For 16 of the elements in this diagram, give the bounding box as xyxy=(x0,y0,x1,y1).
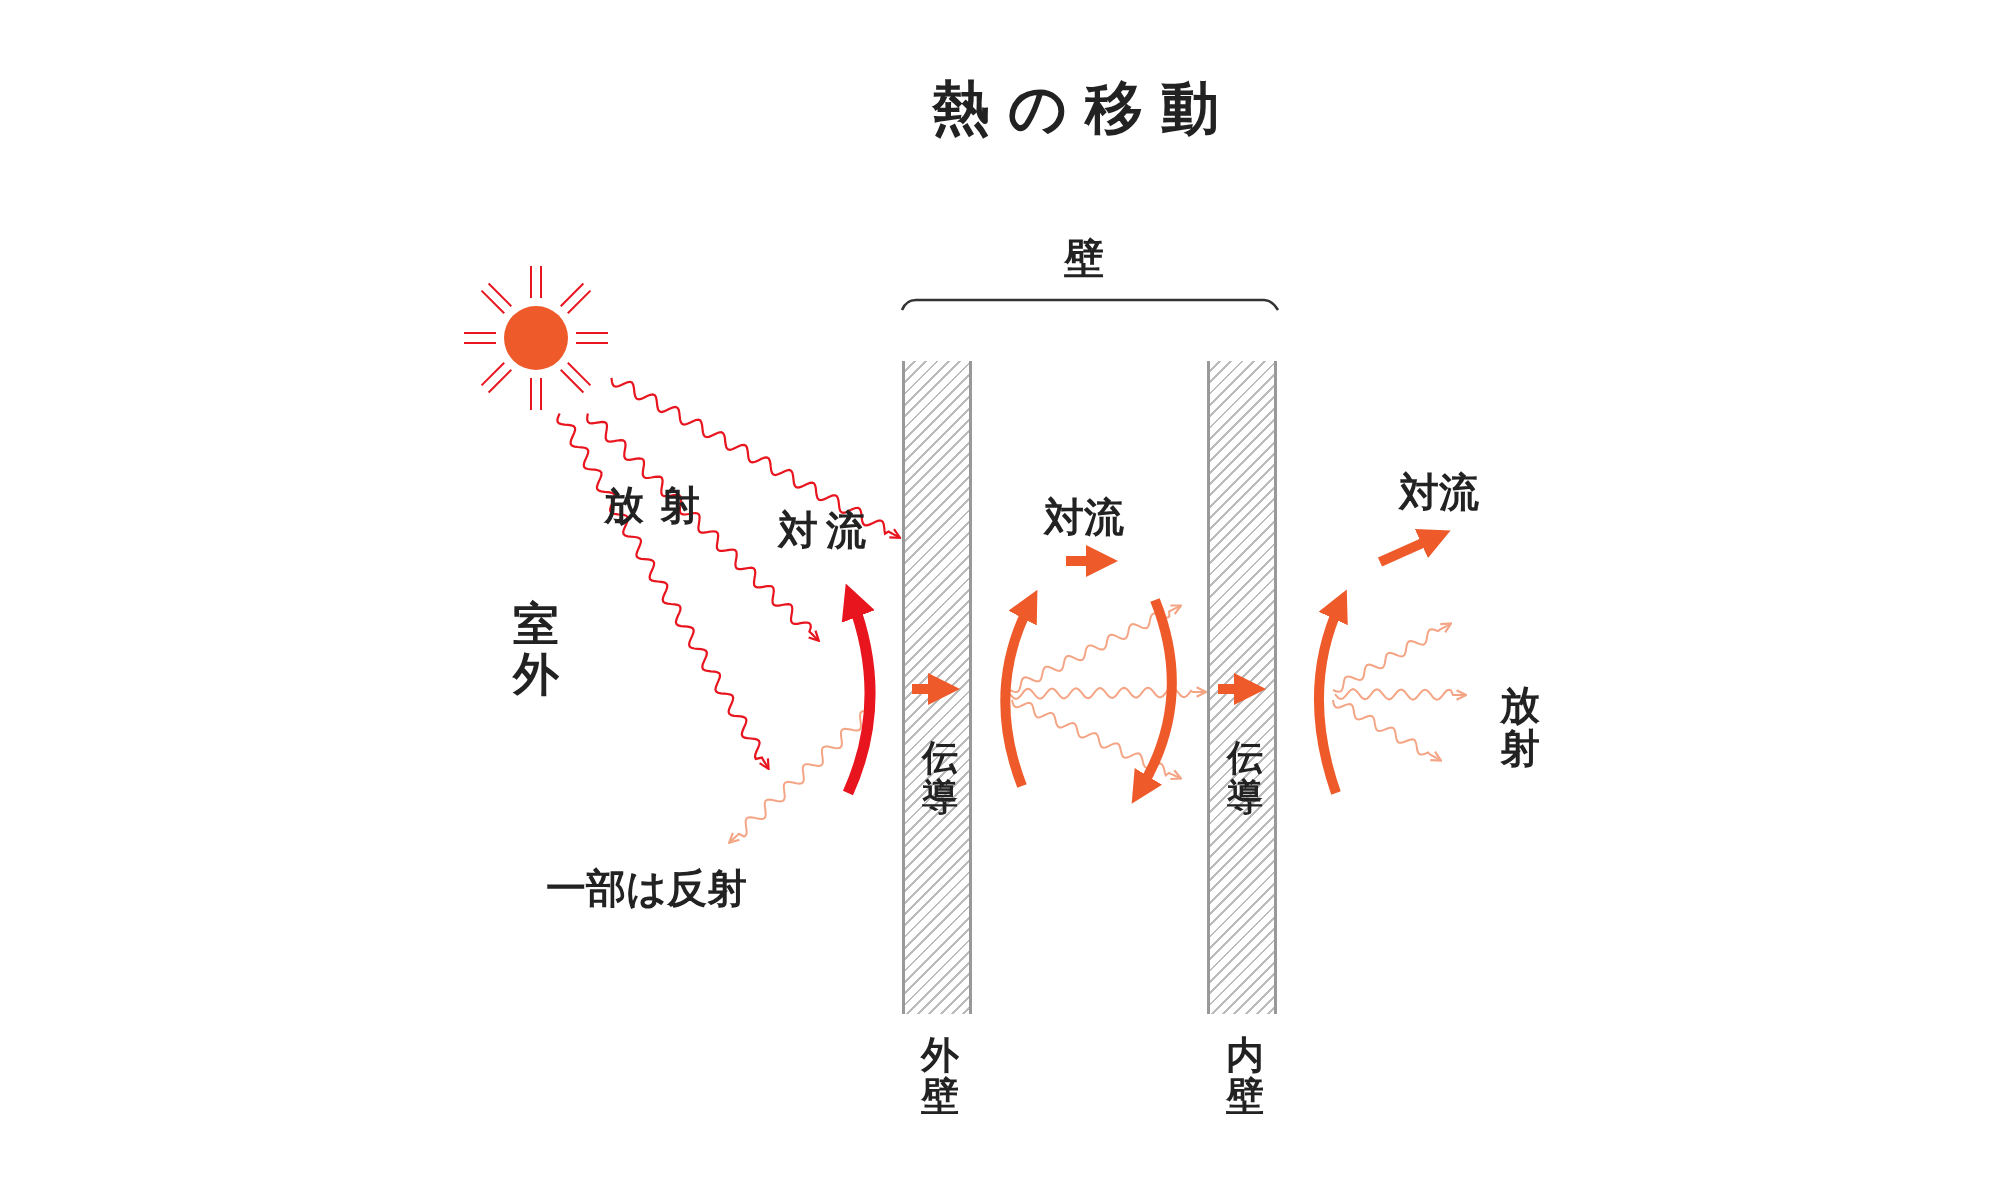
sun-drawing xyxy=(462,264,610,412)
label-text: 対流 xyxy=(1044,497,1124,537)
label-text: 放射 xyxy=(1500,683,1540,771)
conduction-label: 伝導 xyxy=(1227,739,1263,817)
label-text: 対流 xyxy=(1399,472,1479,512)
wavy-arrow xyxy=(610,377,902,539)
label-text: 対流 xyxy=(778,510,874,550)
label-text: 室外 xyxy=(513,600,559,700)
wavy-arrow xyxy=(586,413,820,642)
wall-name: 内壁 xyxy=(1226,1034,1264,1118)
label-text: 一部は反射 xyxy=(545,868,747,908)
label-text: 壁 xyxy=(1064,238,1104,278)
wavy-arrow xyxy=(556,413,770,771)
conduction-label: 伝導 xyxy=(922,739,958,817)
title: 熱の移動 xyxy=(931,79,1237,137)
wall-name: 外壁 xyxy=(921,1034,959,1118)
